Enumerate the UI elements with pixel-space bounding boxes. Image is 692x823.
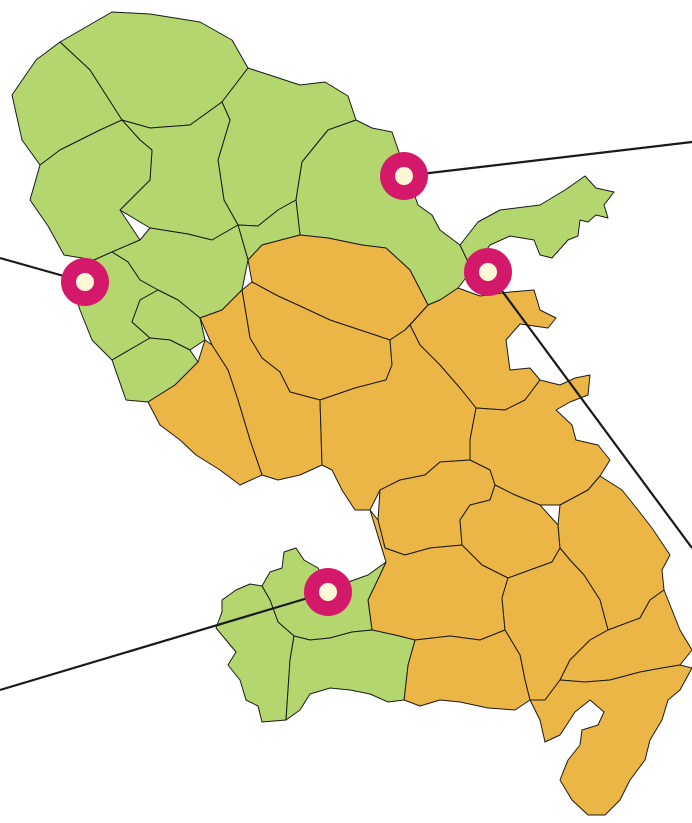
commune-peninsula <box>459 175 615 271</box>
commune-sw-3 <box>285 629 416 721</box>
marker-east[interactable] <box>464 248 512 296</box>
north-region <box>11 11 615 403</box>
marker-southwest[interactable] <box>304 568 352 616</box>
marker-northeast[interactable] <box>380 152 428 200</box>
commune-south-3 <box>403 629 531 711</box>
callout-line-east <box>487 271 692 549</box>
callout-line-northeast <box>403 140 692 178</box>
commune-north-5 <box>29 119 153 261</box>
commune-south-5 <box>529 664 692 816</box>
marker-west[interactable] <box>61 258 109 306</box>
commune-center-4 <box>147 339 263 486</box>
callout-line-southwest <box>0 590 329 692</box>
central-south-region <box>147 234 692 816</box>
